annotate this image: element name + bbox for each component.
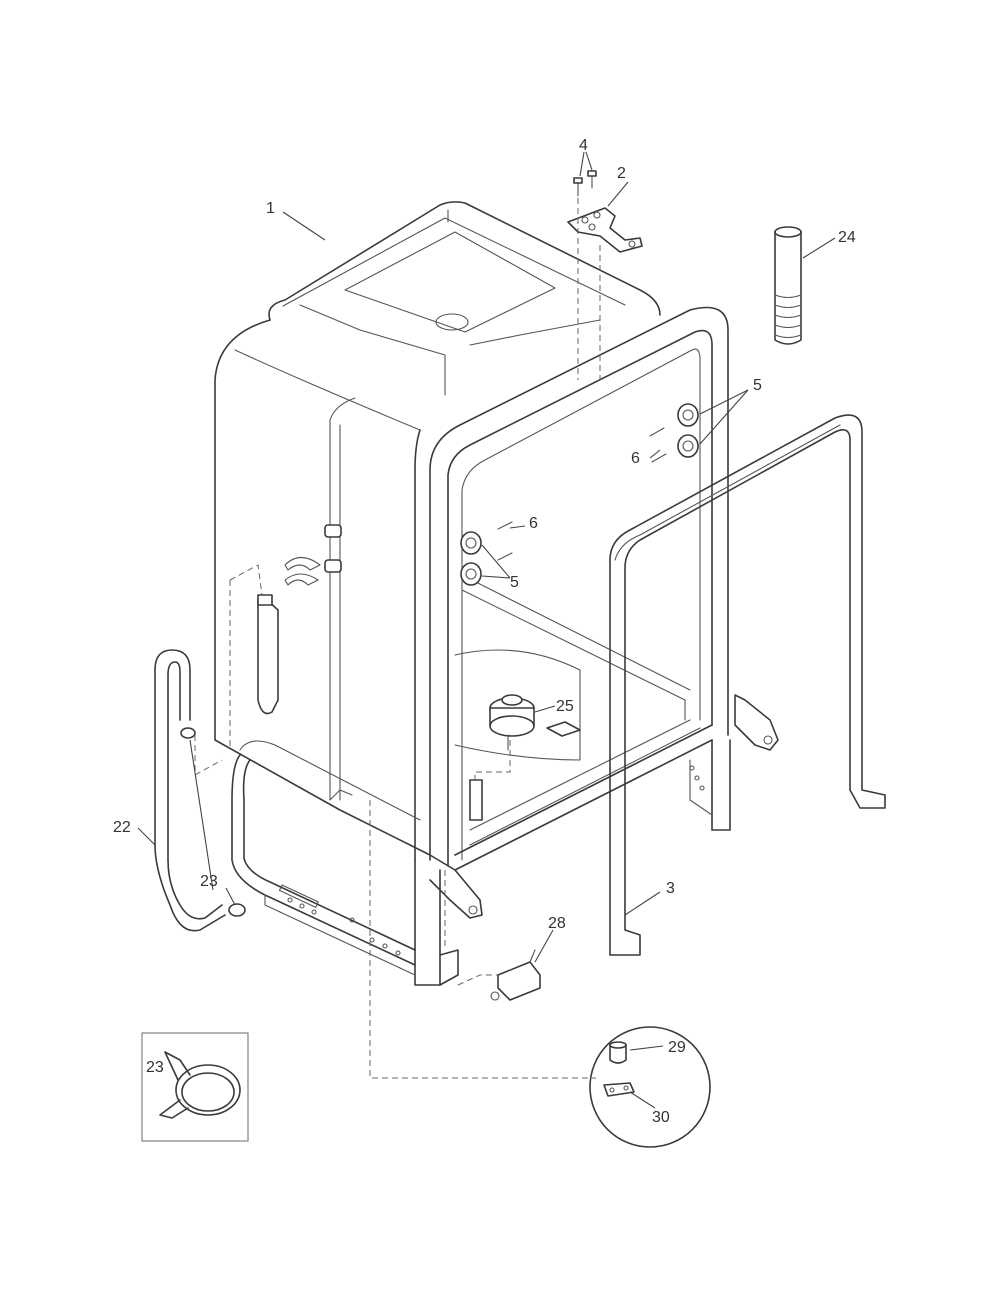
- callout-28: 28: [548, 915, 566, 932]
- assembly-lines: [194, 198, 601, 1079]
- door-switch: [490, 949, 541, 1001]
- callout-6-lower: 6: [529, 515, 538, 532]
- bracket-screws: [573, 170, 597, 197]
- fill-tube: [774, 226, 802, 345]
- callout-25: 25: [556, 698, 574, 715]
- callout-24: 24: [838, 229, 856, 246]
- screw: [497, 427, 667, 561]
- float-switch-bracket: [257, 556, 321, 715]
- right-leg-and-hinge: [414, 694, 779, 986]
- callout-22: 22: [113, 819, 131, 836]
- hose-clamp: [180, 727, 246, 917]
- callout-6-upper: 6: [631, 450, 640, 467]
- callout-3: 3: [666, 880, 675, 897]
- door-gasket: [609, 414, 886, 956]
- callout-5-lower: 5: [510, 574, 519, 591]
- leader-lines: [137, 151, 836, 1109]
- callout-30: 30: [652, 1109, 670, 1126]
- drain-hose: [154, 649, 226, 932]
- callout-labels: 1 2 3 4 5 5 6 6 22 23 23 24 25 28 29 30: [113, 137, 856, 1126]
- detail-circle: [589, 1026, 711, 1148]
- callout-1: 1: [266, 200, 275, 217]
- float-assembly: [454, 649, 581, 821]
- mounting-bracket: [567, 207, 643, 253]
- bottom-frame: [231, 754, 416, 976]
- callout-23-inset: 23: [146, 1059, 164, 1076]
- callout-29: 29: [668, 1039, 686, 1056]
- door-roller: [460, 403, 699, 586]
- callout-5-upper: 5: [753, 377, 762, 394]
- dishwasher-tub: [214, 201, 661, 861]
- callout-4: 4: [579, 137, 588, 154]
- callout-2: 2: [617, 165, 626, 182]
- front-door-frame: [429, 306, 729, 871]
- callout-23: 23: [200, 873, 218, 890]
- clamp-detail-box: [141, 1032, 249, 1142]
